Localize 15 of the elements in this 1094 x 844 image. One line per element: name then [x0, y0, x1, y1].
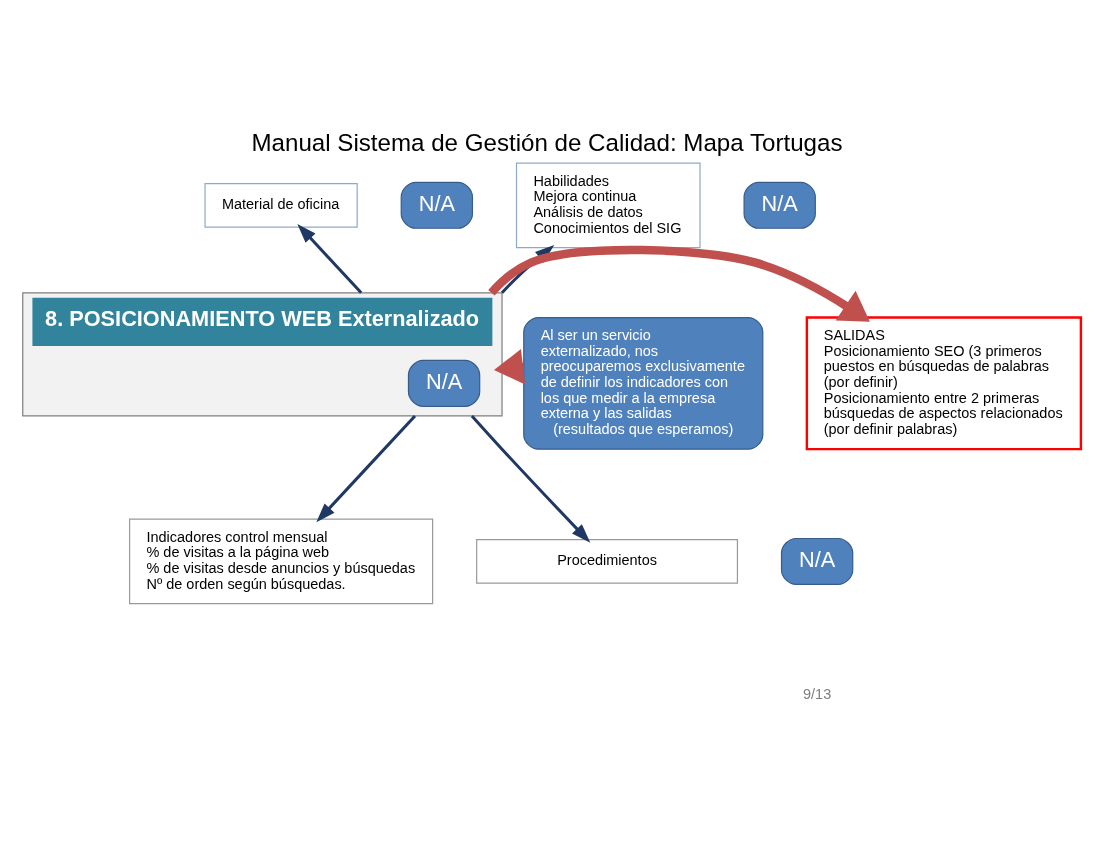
- arrow: [316, 414, 417, 523]
- node-box: SALIDAS Posicionamiento SEO (3 primeros puestos en búsquedas de palabras (por definir) Posicionamiento entre 2 primeras búsquedas de aspectos relacionados (por definir palabras): [805, 316, 1083, 451]
- node-box: N/A: [780, 537, 854, 585]
- node-box: Indicadores control mensual % de visitas a la página web % de visitas desde anuncios y búsquedas Nº de orden según búsquedas.: [129, 518, 434, 605]
- diagram-title: Manual Sistema de Gestión de Calidad: Mapa Tortugas: [251, 128, 843, 156]
- node-box: Al ser un servicio externalizado, nos preocuparemos exclusivamente de definir los indicadores con los que medir a la empresa externa y las salidas (resultados que esperamos): [523, 316, 764, 450]
- node-box: Procedimientos: [476, 539, 739, 584]
- node-box: N/A: [407, 359, 481, 407]
- arrow: [297, 224, 363, 294]
- arrow: [470, 414, 591, 543]
- node-box: Habilidades Mejora continua Análisis de datos Conocimientos del SIG: [515, 162, 701, 249]
- node-box: N/A: [743, 181, 816, 229]
- node-box: N/A: [400, 181, 474, 229]
- label: 9/13: [803, 686, 832, 703]
- node-box: Material de oficina: [204, 182, 358, 228]
